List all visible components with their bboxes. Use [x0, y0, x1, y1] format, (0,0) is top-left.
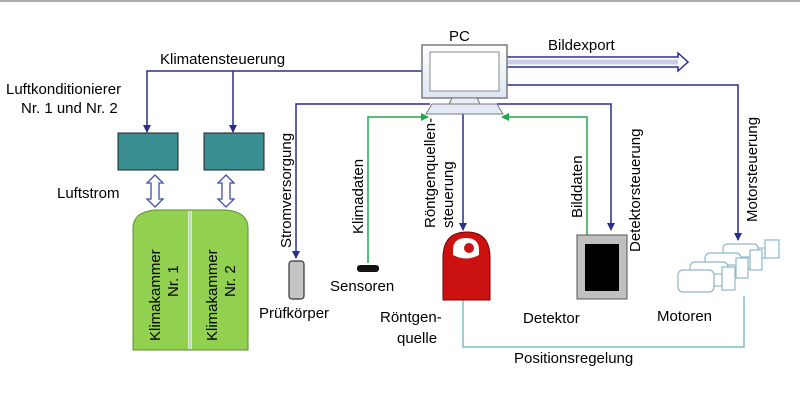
- airflow-arrow-2: [216, 174, 236, 208]
- label-detektor: Detektor: [523, 310, 580, 327]
- label-positionsregelung: Positionsregelung: [514, 350, 633, 367]
- label-bilddaten: Bilddaten: [569, 155, 586, 218]
- label-klimatensteuerung: Klimatensteuerung: [160, 51, 285, 68]
- pc-monitor: [421, 44, 508, 115]
- label-klimakammer-2-line1: Klimakammer: [204, 249, 221, 341]
- label-roentgenquellensteuerung-line1: Röntgenquellen-: [422, 118, 439, 228]
- label-sensoren: Sensoren: [330, 278, 394, 295]
- label-klimadaten: Klimadaten: [350, 159, 367, 234]
- label-roentgenquelle-line1: Röntgen-: [380, 309, 442, 326]
- label-bildexport: Bildexport: [548, 37, 616, 54]
- airflow-arrow-1: [145, 174, 165, 208]
- label-roentgenquellensteuerung-line2: steuerung: [440, 161, 457, 228]
- label-luftkonditionierer-line2: Nr. 1 und Nr. 2: [21, 100, 118, 117]
- control-lines: [143, 70, 742, 259]
- label-klimakammer-1-line2: Nr. 1: [165, 265, 182, 297]
- data-lines: [367, 113, 588, 263]
- motors: [677, 239, 780, 293]
- xray-source: [442, 231, 491, 301]
- label-klimakammer-1-line1: Klimakammer: [147, 249, 164, 341]
- sensor: [357, 265, 379, 272]
- label-luftstrom: Luftstrom: [57, 185, 120, 202]
- detector: [576, 234, 628, 300]
- label-detektorsteuerung: Detektorsteuerung: [627, 129, 644, 252]
- air-conditioner-1: [117, 132, 179, 171]
- label-luftkonditionierer-line1: Luftkonditionierer: [6, 81, 121, 98]
- label-pc: PC: [449, 28, 470, 45]
- label-roentgenquelle-line2: quelle: [397, 330, 437, 347]
- bildexport-arrow: [504, 51, 690, 73]
- label-pruefkoerper: Prüfkörper: [259, 305, 329, 322]
- label-motoren: Motoren: [657, 308, 712, 325]
- position-control-line: [462, 296, 745, 348]
- climate-chamber: [132, 209, 249, 351]
- label-klimakammer-2-line2: Nr. 2: [222, 265, 239, 297]
- label-stromversorgung: Stromversorgung: [278, 133, 295, 248]
- label-motorsteuerung: Motorsteuerung: [744, 117, 761, 222]
- air-conditioner-2: [203, 132, 265, 171]
- test-specimen: [288, 260, 305, 300]
